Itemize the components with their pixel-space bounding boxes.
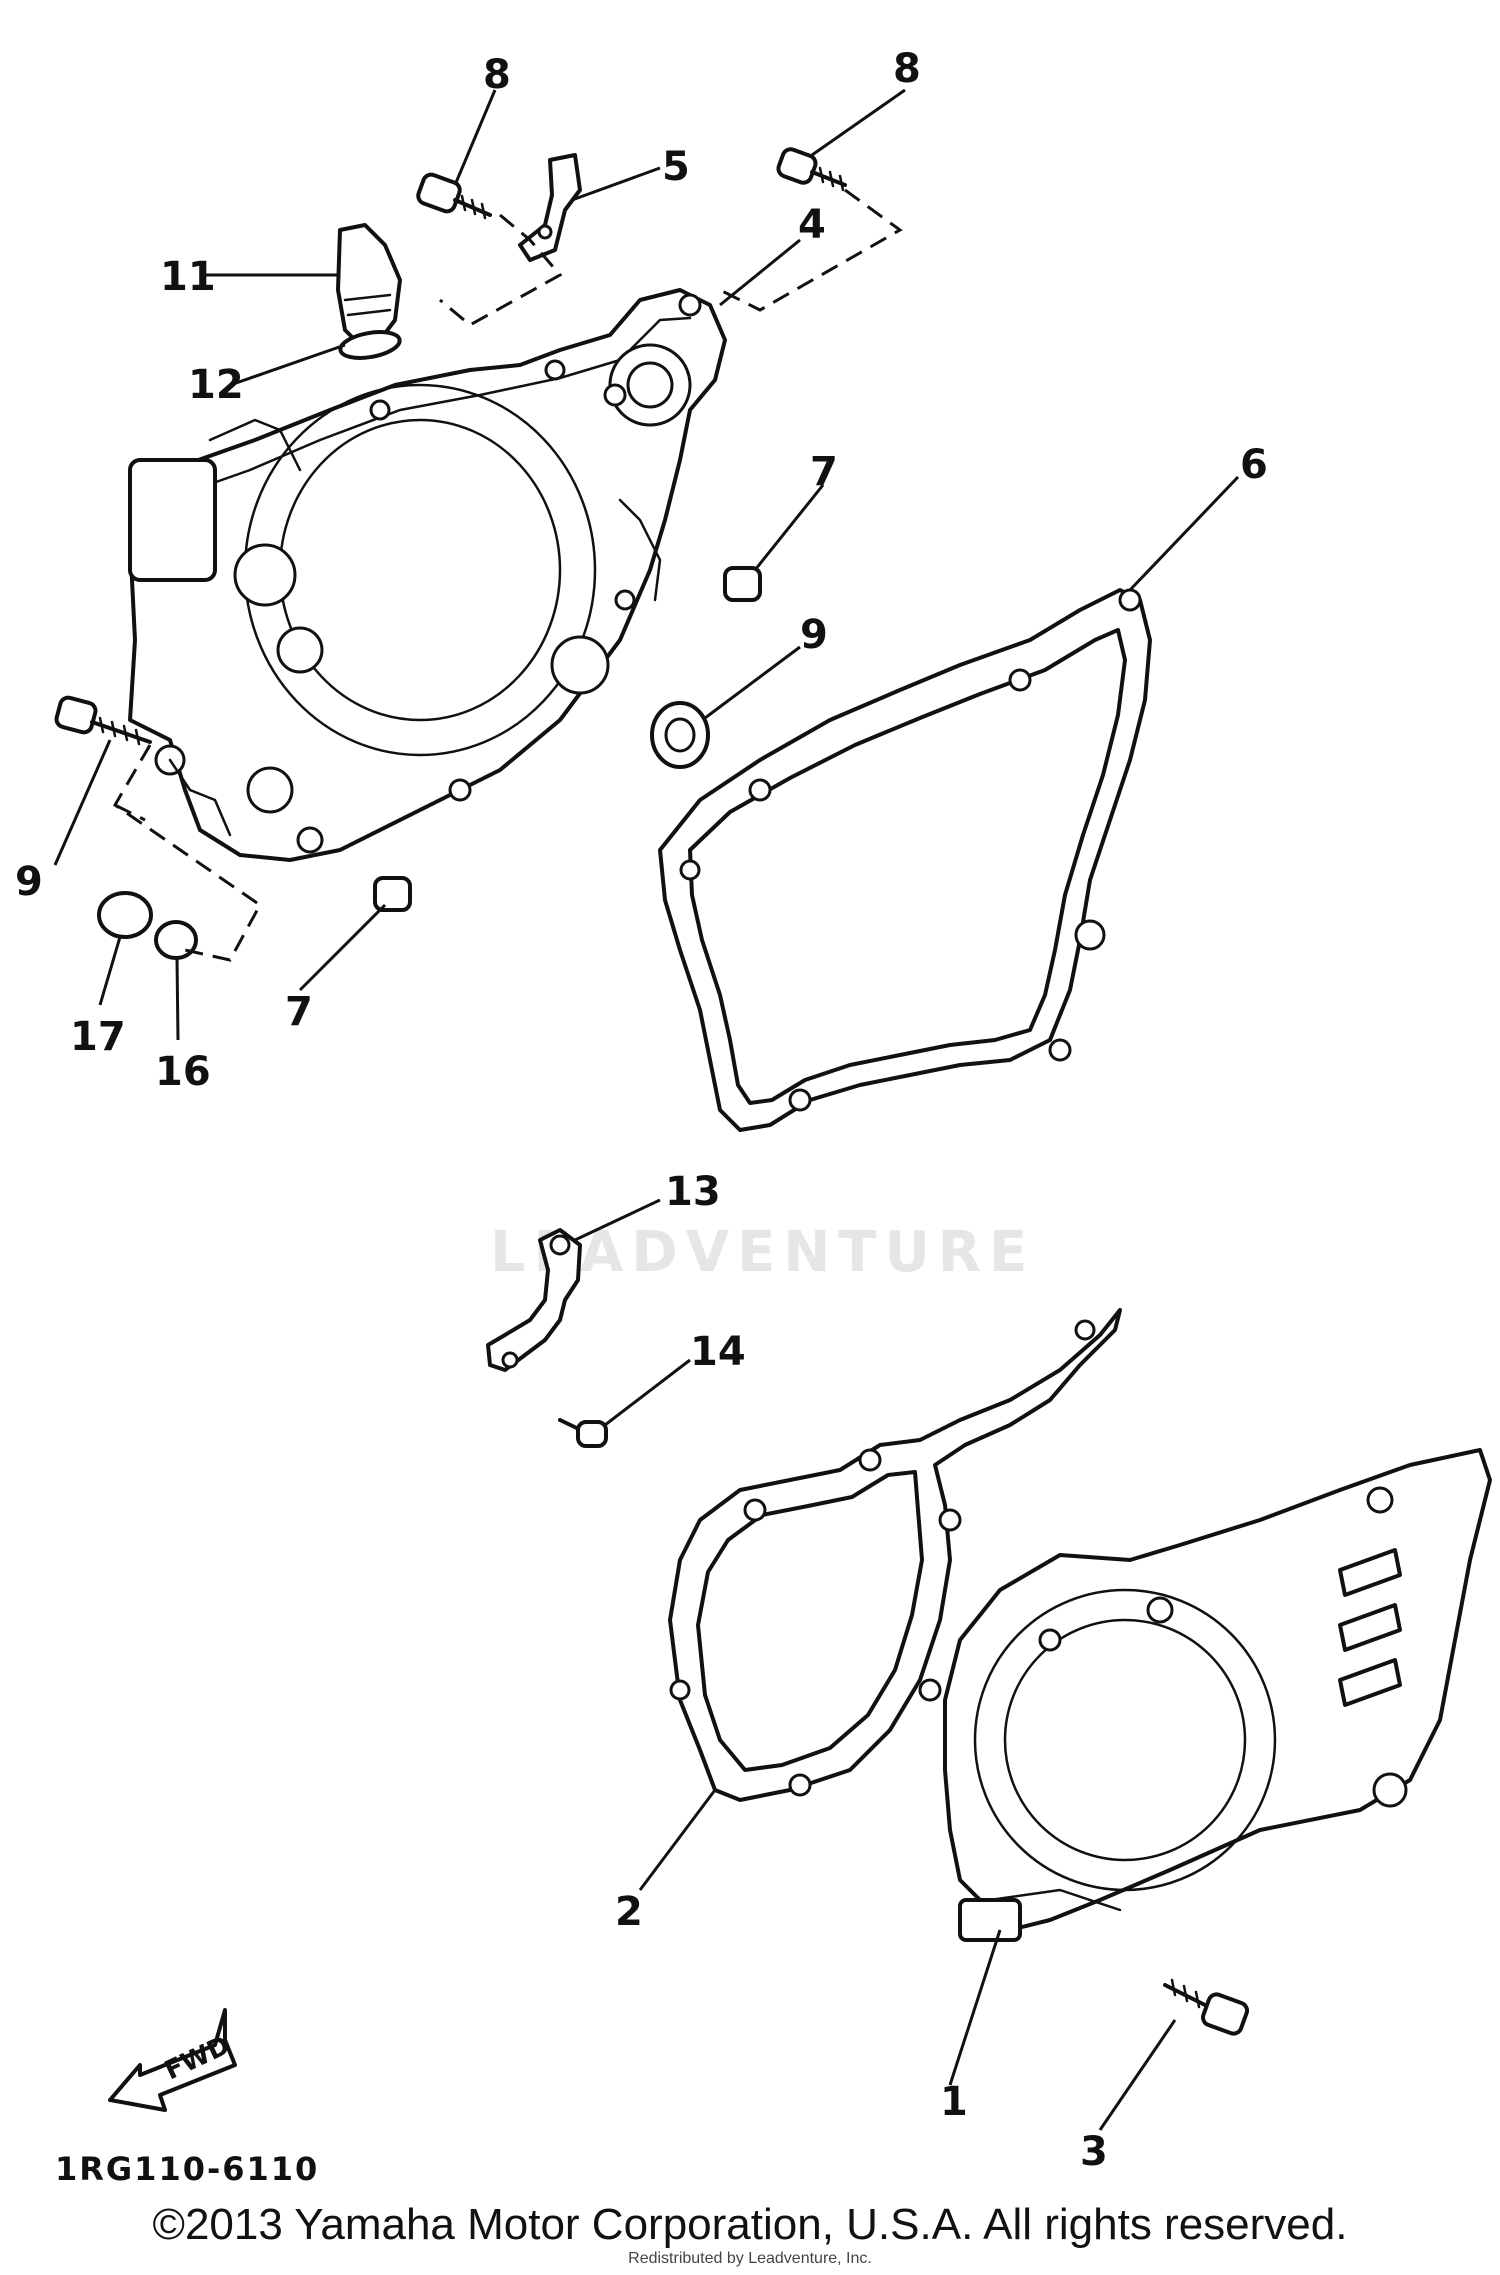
part-label-12: 11 [160,254,216,300]
part-label-5: 5 [662,144,690,190]
crankcase-cover-1 [943,1448,1492,1942]
dashed-callouts [113,188,903,962]
copyright-notice: ©2013 Yamaha Motor Corporation, U.S.A. A… [152,2200,1348,2249]
part-label-9: 8 [483,52,511,98]
gasket-6 [658,588,1152,1132]
bolt-8 [776,147,847,192]
part-label-6: 6 [1240,442,1268,488]
part-label-7-upper: 7 [810,449,838,495]
dowel-7-lower [373,876,412,912]
bracket-14 [486,1228,582,1372]
part-label-1: 1 [940,2079,968,2125]
reference-code: 1RG110-6110 [55,2150,319,2188]
part-label-14: 13 [665,1169,721,1215]
dowel-7-upper [723,566,762,602]
crankcase-cover-4 [128,288,727,862]
part-label-7-lower: 7 [285,989,313,1035]
bolt-10 [54,695,152,746]
bracket-5 [518,153,582,262]
plug-17 [97,891,153,939]
part-label-4: 4 [798,202,826,248]
part-label-10: 9 [15,859,43,905]
gasket-2 [668,1308,1122,1802]
part-label-3: 3 [1080,2129,1108,2175]
bolt-9 [416,172,492,220]
o-ring-13 [338,330,402,360]
part-label-16: 16 [155,1049,211,1095]
redistribution-note: Redistributed by Leadventure, Inc. [628,2250,872,2267]
part-label-13: 12 [188,362,244,408]
fwd-arrow: FWD [108,2008,237,2112]
oil-cap-12 [336,223,402,347]
bolt-3 [1163,1978,1250,2036]
leader-lines [53,88,1240,2131]
part-label-15: 14 [690,1329,746,1375]
part-label-17: 17 [70,1014,126,1060]
part-label-2: 2 [615,1889,643,1935]
part-label-11: 9 [800,612,828,658]
part-label-8: 8 [893,46,921,92]
screw-15 [558,1418,608,1448]
oil-seal-11 [650,701,710,769]
part-labels: 8 5 8 4 11 12 7 6 9 9 7 17 16 13 14 2 1 … [15,46,1268,2175]
